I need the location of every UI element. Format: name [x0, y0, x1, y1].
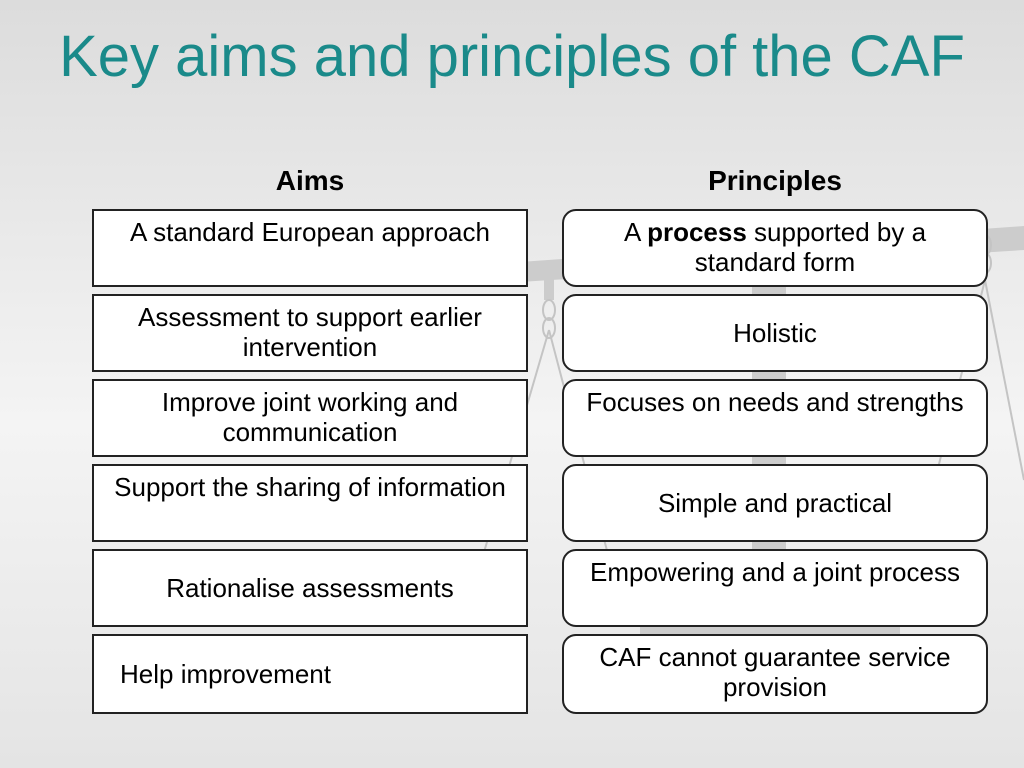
- aim-box-1: A standard European approach: [92, 209, 528, 287]
- principles-header: Principles: [708, 165, 842, 196]
- aim-text-1: A standard European approach: [130, 217, 490, 247]
- aim-box-3: Improve joint working and communication: [92, 379, 528, 457]
- principle-text-5: Empowering and a joint process: [590, 557, 960, 587]
- aims-header: Aims: [275, 165, 345, 196]
- aim-box-2: Assessment to support earlier interventi…: [92, 294, 528, 372]
- principle-text-2: Holistic: [733, 318, 817, 348]
- principle-box-5: Empowering and a joint process: [562, 549, 988, 627]
- aim-box-4: Support the sharing of information: [92, 464, 528, 542]
- aim-box-5: Rationalise assessments: [92, 549, 528, 627]
- principle-1-suffix: supported by a standard form: [694, 217, 927, 277]
- aim-text-2: Assessment to support earlier interventi…: [138, 302, 482, 362]
- principle-box-2: Holistic: [562, 294, 988, 372]
- principle-text-1: A process supported by a standard form: [574, 217, 976, 277]
- principle-box-3: Focuses on needs and strengths: [562, 379, 988, 457]
- principle-box-1: A process supported by a standard form: [562, 209, 988, 287]
- principle-1-prefix: A: [623, 217, 648, 247]
- aim-text-6: Help improvement: [120, 659, 331, 689]
- principle-text-3: Focuses on needs and strengths: [586, 387, 964, 417]
- principle-box-6: CAF cannot guarantee service provision: [562, 634, 988, 714]
- aim-text-3: Improve joint working and communication: [161, 387, 459, 447]
- principle-1-bold: process: [647, 217, 747, 247]
- aim-box-6: Help improvement: [92, 634, 528, 714]
- principle-text-4: Simple and practical: [657, 488, 893, 518]
- principle-text-6: CAF cannot guarantee service provision: [599, 642, 951, 702]
- principle-box-4: Simple and practical: [562, 464, 988, 542]
- aim-text-5: Rationalise assessments: [166, 573, 454, 603]
- slide-title: Key aims and principles of the CAF: [59, 24, 965, 89]
- aim-text-4: Support the sharing of information: [114, 472, 506, 502]
